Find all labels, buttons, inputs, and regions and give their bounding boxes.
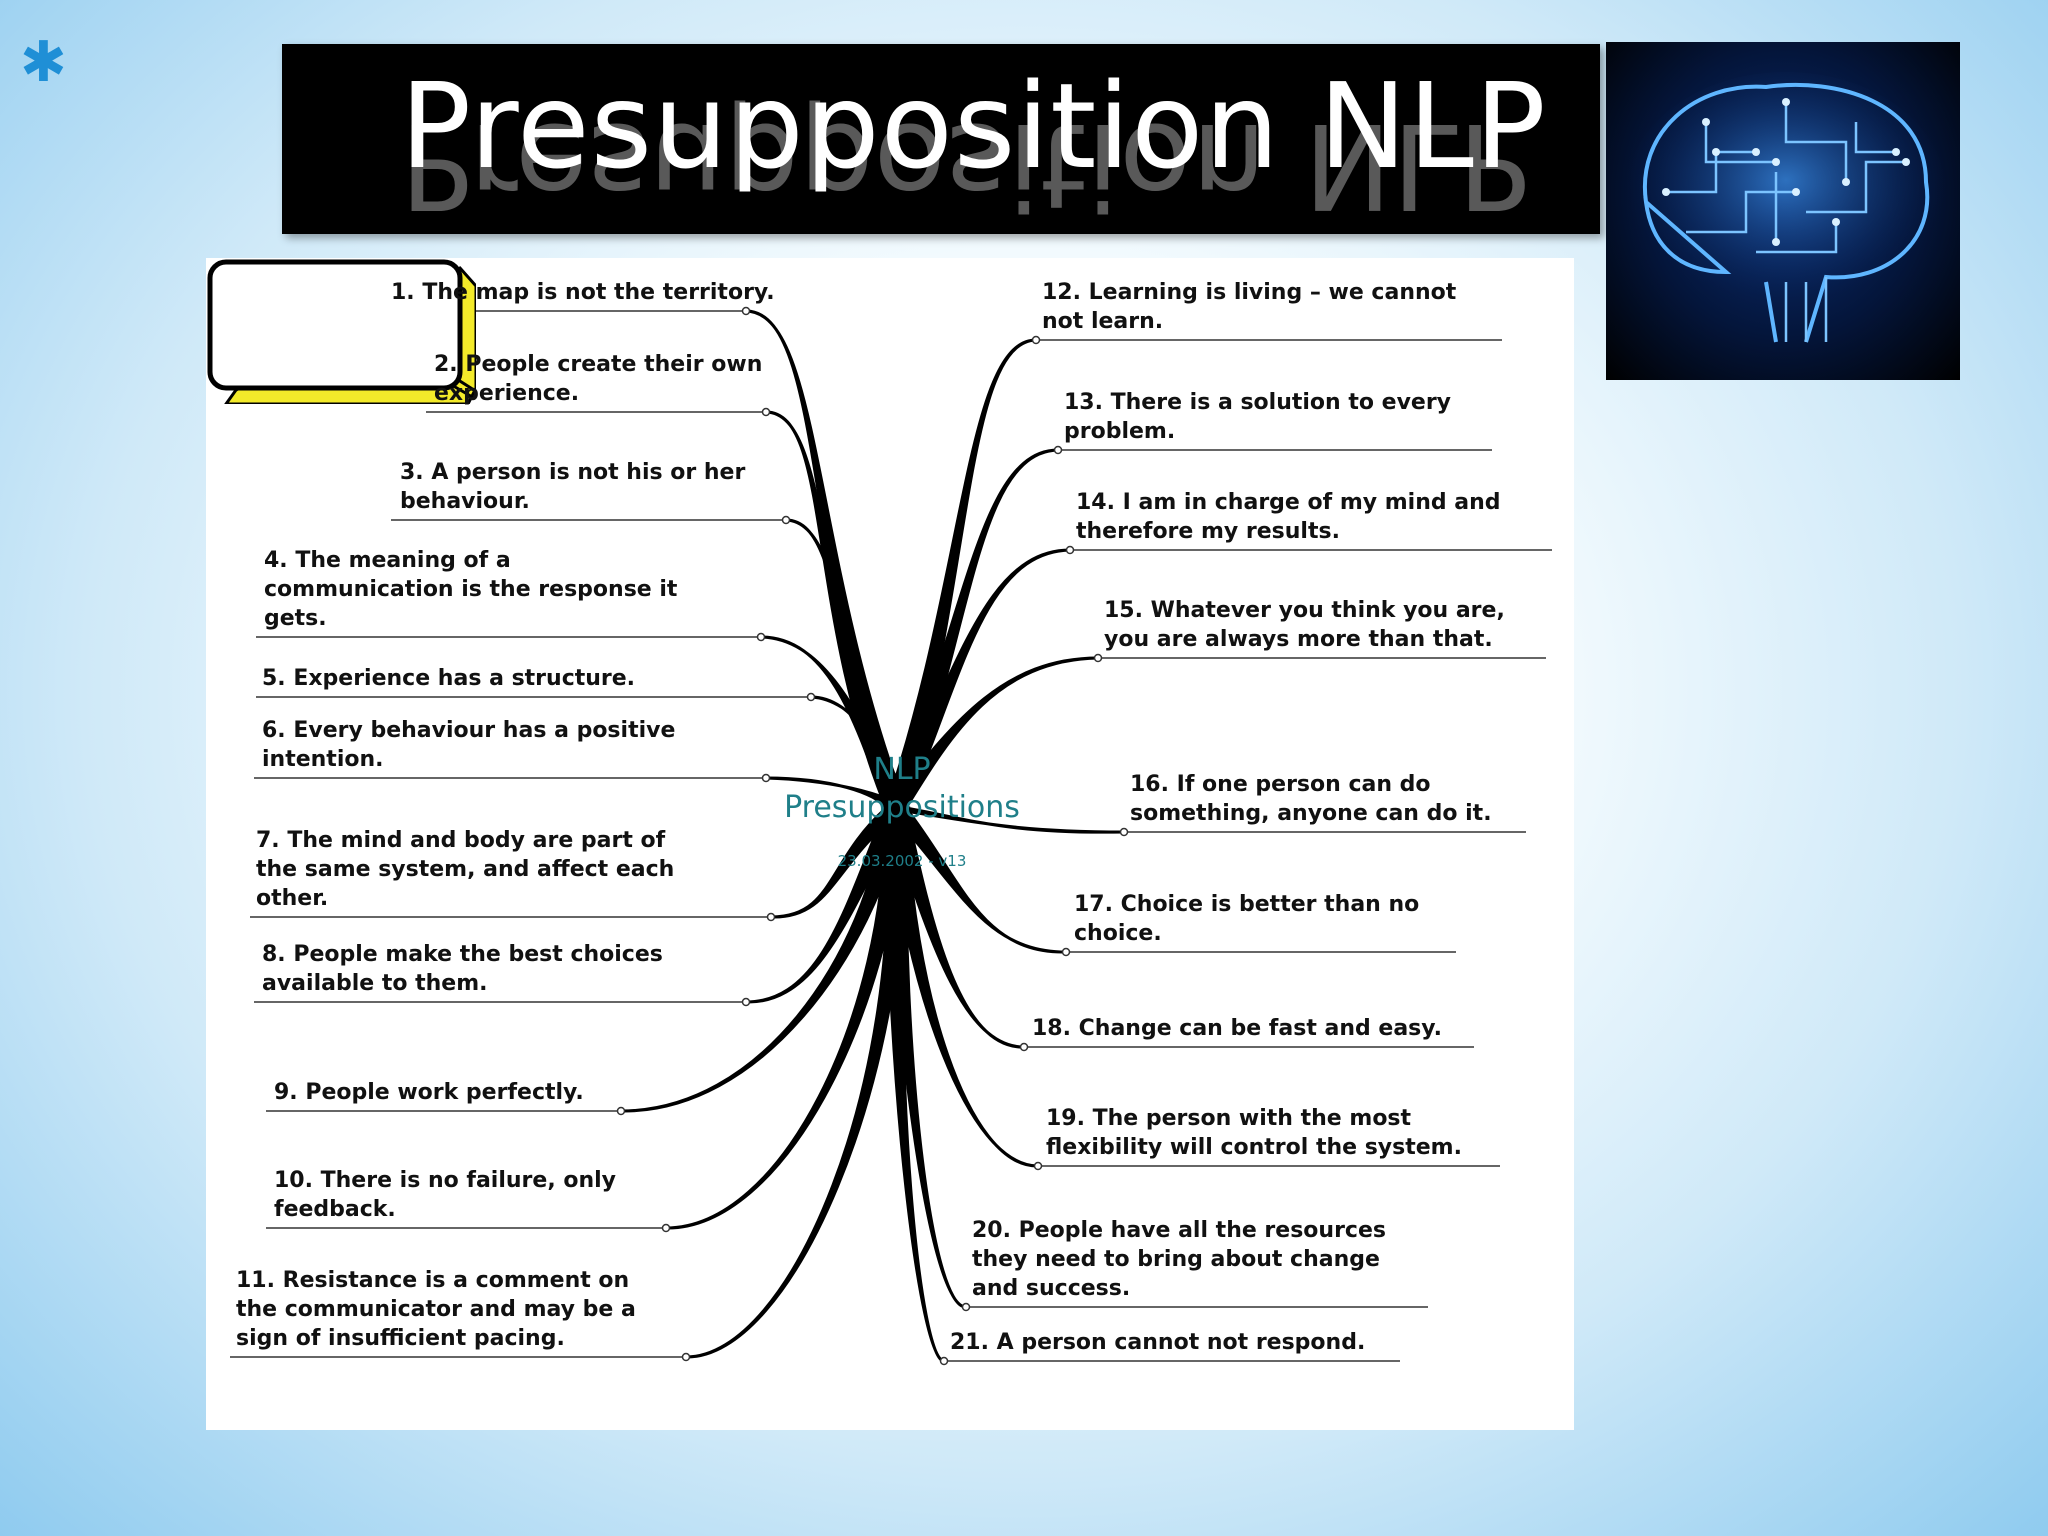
star-bullet-icon: ✱ — [20, 30, 67, 95]
branch-node — [616, 1106, 626, 1116]
branch-node — [1031, 335, 1041, 345]
presupposition-left-5: 5. Experience has a structure. — [262, 664, 635, 693]
presupposition-right-1: 12. Learning is living – we cannot not le… — [1042, 278, 1456, 336]
presupposition-line: available to them. — [262, 971, 488, 996]
presupposition-left-11: 11. Resistance is a comment on the commun… — [236, 1266, 636, 1353]
presupposition-line: the same system, and affect each — [256, 857, 675, 882]
presupposition-line: 7. The mind and body are part of — [256, 828, 666, 853]
center-node-box — [207, 259, 476, 404]
presupposition-line: feedback. — [274, 1197, 396, 1222]
presupposition-line: gets. — [264, 606, 327, 631]
center-title-line1: NLP — [873, 752, 931, 787]
presupposition-line: 2. People create their own — [434, 352, 763, 377]
presupposition-line: other. — [256, 886, 329, 911]
presupposition-left-10: 10. There is no failure, only feedback. — [274, 1166, 616, 1224]
presupposition-line: 1. The map is not the territory. — [391, 280, 775, 305]
presupposition-line: and success. — [972, 1276, 1131, 1301]
presupposition-line: 4. The meaning of a — [264, 548, 511, 573]
branch-node — [1061, 947, 1071, 957]
presupposition-left-1: 1. The map is not the territory. — [391, 278, 775, 307]
branch-node — [766, 912, 776, 922]
branch-node — [756, 632, 766, 642]
presupposition-left-6: 6. Every behaviour has a positive intenti… — [262, 716, 675, 774]
presupposition-line: 15. Whatever you think you are, — [1104, 598, 1505, 623]
presupposition-line: 19. The person with the most — [1046, 1106, 1412, 1131]
slide-title-reflection: Presupposition NLP — [400, 97, 1529, 234]
branch-node — [1093, 653, 1103, 663]
presupposition-line: 5. Experience has a structure. — [262, 666, 636, 691]
presupposition-line: 17. Choice is better than no — [1074, 892, 1420, 917]
branch-node — [961, 1302, 971, 1312]
branch-connector — [884, 806, 945, 1363]
branch-node — [1019, 1042, 1029, 1052]
branch-node — [761, 407, 771, 417]
presupposition-line: 3. A person is not his or her — [400, 460, 746, 485]
presupposition-right-7: 18. Change can be fast and easy. — [1032, 1014, 1442, 1043]
presupposition-line: 11. Resistance is a comment on — [236, 1268, 630, 1293]
presupposition-line: 13. There is a solution to every — [1064, 390, 1452, 415]
branch-node — [1119, 827, 1129, 837]
presupposition-left-8: 8. People make the best choices available… — [262, 940, 663, 998]
presupposition-line: you are always more than that. — [1104, 627, 1493, 652]
branch-node — [741, 997, 751, 1007]
branch-node — [761, 773, 771, 783]
presupposition-left-3: 3. A person is not his or her behaviour. — [400, 458, 745, 516]
branch-node — [806, 692, 816, 702]
presupposition-right-2: 13. There is a solution to every problem. — [1064, 388, 1451, 446]
branch-node — [661, 1223, 671, 1233]
presupposition-line: 20. People have all the resources — [972, 1218, 1386, 1243]
branch-node — [1065, 545, 1075, 555]
presupposition-line: 14. I am in charge of my mind and — [1076, 490, 1501, 515]
center-title-line2: Presuppositions — [784, 790, 1020, 825]
presupposition-right-5: 16. If one person can do something, anyon… — [1130, 770, 1492, 828]
presupposition-line: therefore my results. — [1076, 519, 1340, 544]
presupposition-left-9: 9. People work perfectly. — [274, 1078, 584, 1107]
presupposition-line: flexibility will control the system. — [1046, 1135, 1462, 1160]
presupposition-line: communication is the response it — [264, 577, 678, 602]
presupposition-line: 21. A person cannot not respond. — [950, 1330, 1366, 1355]
branch-node — [781, 515, 791, 525]
title-banner: Presupposition NLP Presupposition NLP — [282, 44, 1600, 234]
presupposition-line: 10. There is no failure, only — [274, 1168, 616, 1193]
presupposition-line: 12. Learning is living – we cannot — [1042, 280, 1457, 305]
branch-node — [741, 306, 751, 316]
nlp-mindmap: NLP Presuppositions 23.03.2002 - v13 1. … — [206, 258, 1574, 1430]
presupposition-left-4: 4. The meaning of a communication is the … — [264, 546, 677, 633]
branch-node — [1053, 445, 1063, 455]
presupposition-line: 9. People work perfectly. — [274, 1080, 584, 1105]
circuit-brain-icon — [1606, 42, 1960, 380]
presupposition-line: the communicator and may be a — [236, 1297, 636, 1322]
presupposition-line: they need to bring about change — [972, 1247, 1380, 1272]
presupposition-left-2: 2. People create their own experience. — [434, 350, 762, 408]
branch-node — [1033, 1161, 1043, 1171]
presupposition-line: intention. — [262, 747, 384, 772]
presupposition-line: 16. If one person can do — [1130, 772, 1431, 797]
presupposition-right-3: 14. I am in charge of my mind and therefo… — [1076, 488, 1501, 546]
presupposition-line: choice. — [1074, 921, 1162, 946]
presupposition-line: experience. — [434, 381, 580, 406]
presupposition-line: 6. Every behaviour has a positive — [262, 718, 676, 743]
presupposition-line: sign of insufficient pacing. — [236, 1326, 565, 1351]
presupposition-right-9: 20. People have all the resources they ne… — [972, 1216, 1386, 1303]
presupposition-line: not learn. — [1042, 309, 1164, 334]
presupposition-right-10: 21. A person cannot not respond. — [950, 1328, 1365, 1357]
slide-title: Presupposition NLP — [400, 57, 1547, 195]
mindmap-branches — [230, 306, 1552, 1366]
branch-node — [939, 1356, 949, 1366]
center-node-title: NLP Presuppositions — [762, 751, 1042, 827]
center-node-date: 23.03.2002 - v13 — [837, 852, 967, 870]
presupposition-line: 18. Change can be fast and easy. — [1032, 1016, 1442, 1041]
presupposition-right-8: 19. The person with the most flexibility … — [1046, 1104, 1462, 1162]
presupposition-right-6: 17. Choice is better than no choice. — [1074, 890, 1419, 948]
presupposition-right-4: 15. Whatever you think you are, you are a… — [1104, 596, 1505, 654]
branch-node — [681, 1352, 691, 1362]
presupposition-line: 8. People make the best choices — [262, 942, 663, 967]
presupposition-left-7: 7. The mind and body are part of the same… — [256, 826, 674, 913]
presupposition-line: behaviour. — [400, 489, 530, 514]
presupposition-line: problem. — [1064, 419, 1176, 444]
presupposition-line: something, anyone can do it. — [1130, 801, 1492, 826]
